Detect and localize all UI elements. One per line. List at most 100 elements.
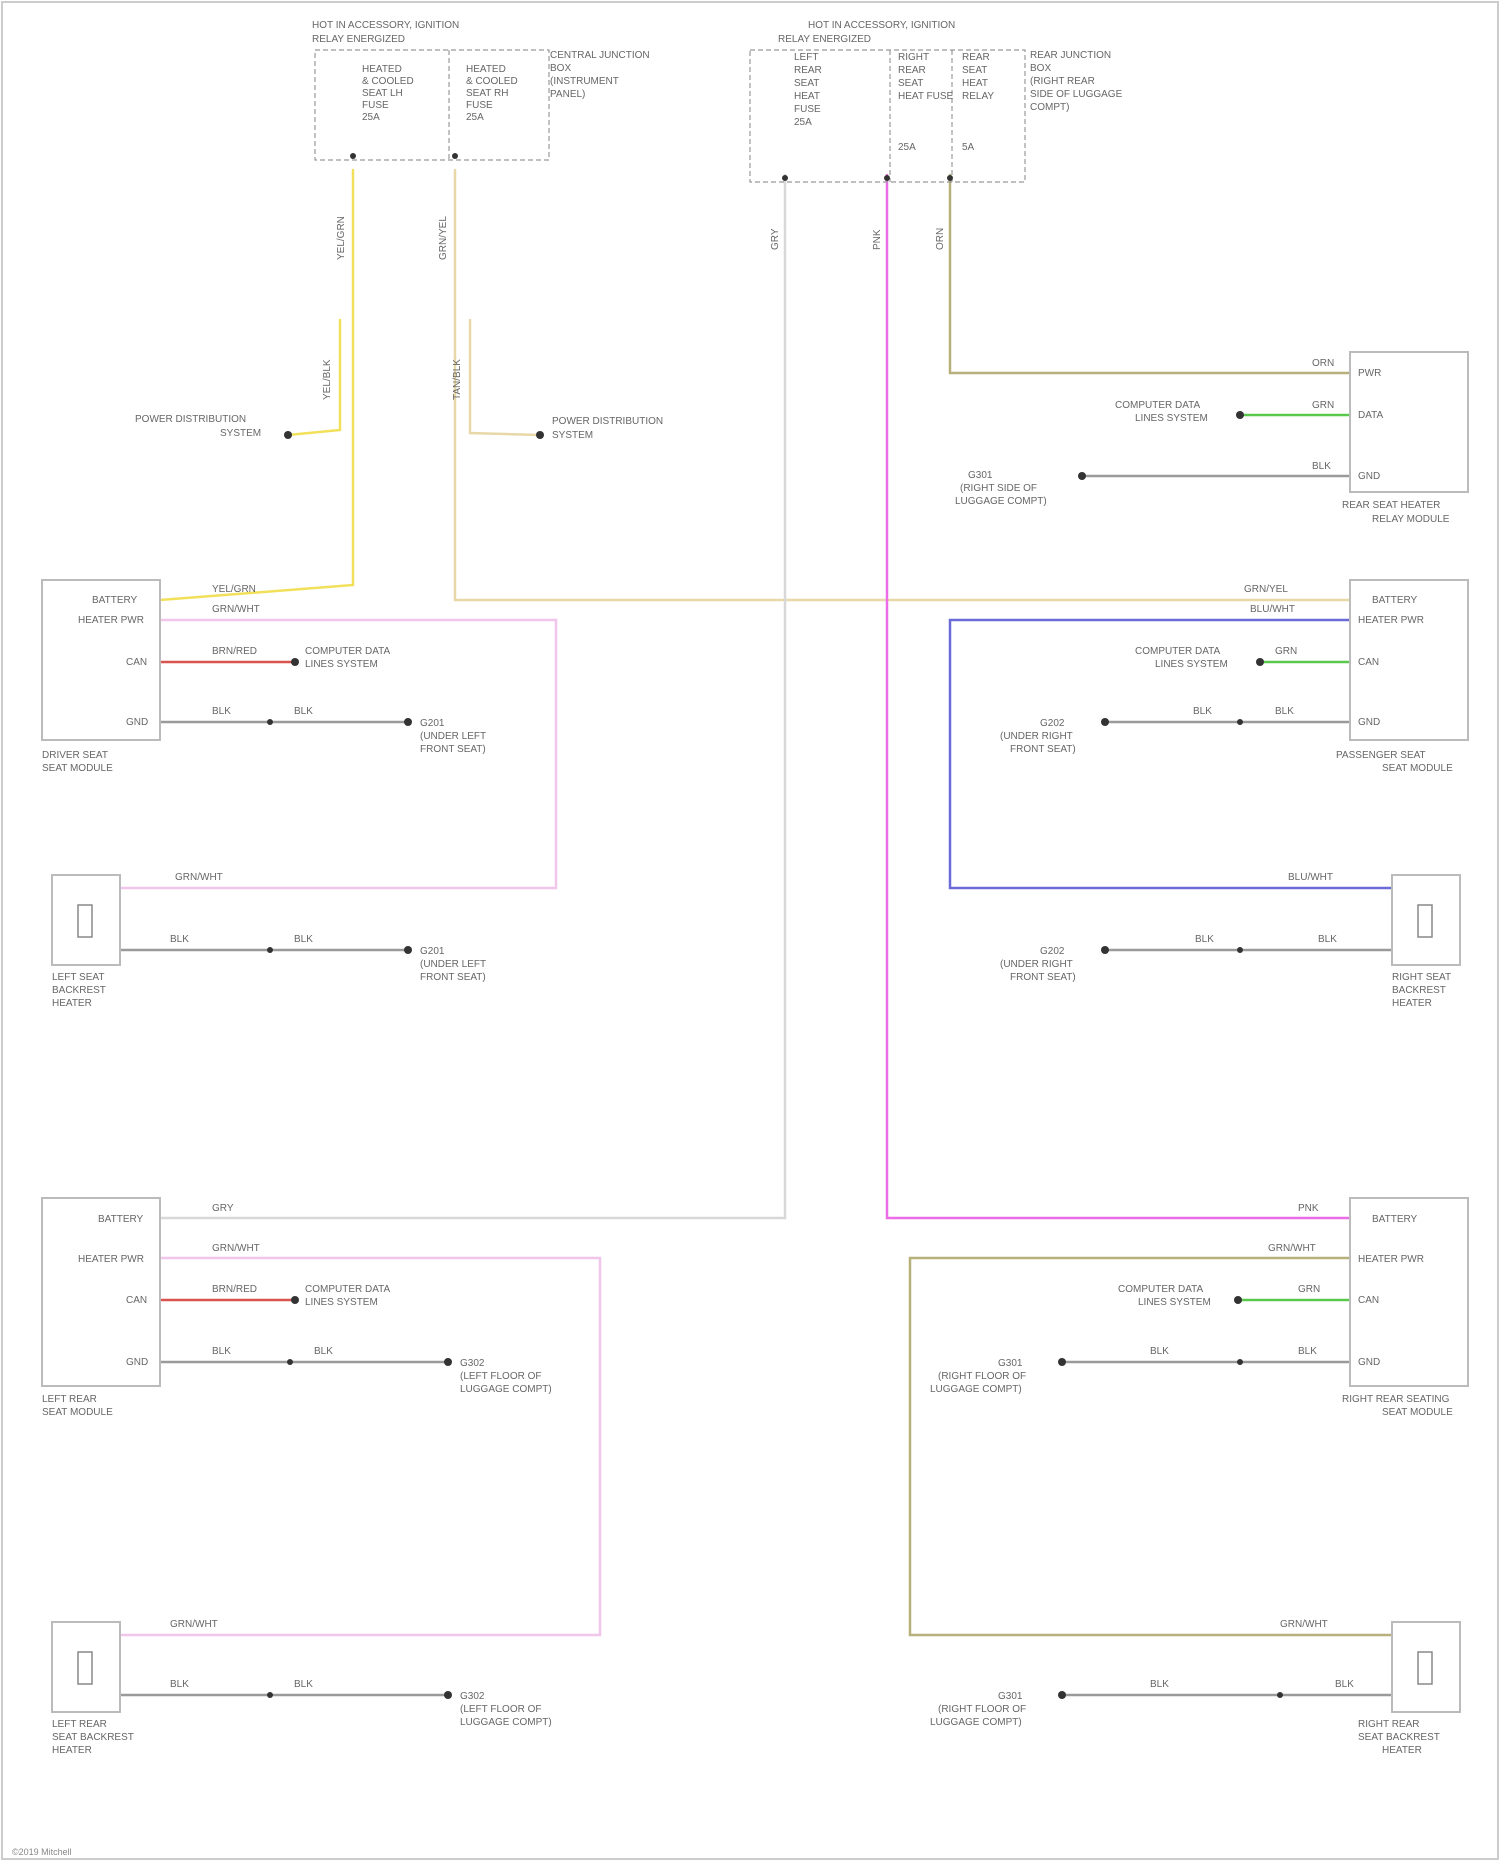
- diagram-label: GRN/WHT: [212, 604, 260, 615]
- diagram-label: SYSTEM: [220, 428, 261, 439]
- connection-dot: [350, 153, 356, 159]
- diagram-label: REAR JUNCTION: [1030, 50, 1111, 61]
- connection-dot: [782, 175, 788, 181]
- diagram-label: & COOLED: [362, 76, 414, 87]
- diagram-label: POWER DISTRIBUTION: [552, 416, 663, 427]
- diagram-label: BLK: [170, 1679, 189, 1690]
- diagram-label: 25A: [362, 112, 380, 123]
- connection-dot: [884, 175, 890, 181]
- diagram-label: G202: [1040, 946, 1065, 957]
- diagram-label: LINES SYSTEM: [305, 659, 378, 670]
- diagram-label: BLK: [1318, 934, 1337, 945]
- diagram-label: HEATER: [52, 998, 92, 1009]
- diagram-label: REAR: [962, 52, 990, 63]
- wire-olive-relay-pwr: [950, 175, 1350, 373]
- diagram-label: GND: [126, 717, 148, 728]
- diagram-label: BACKREST: [52, 985, 106, 996]
- diagram-label: REAR: [898, 65, 926, 76]
- fuse-box-left: HOT IN ACCESSORY, IGNITION RELAY ENERGIZ…: [312, 20, 650, 400]
- diagram-label: PASSENGER SEAT: [1336, 750, 1426, 761]
- diagram-label: GRN: [1275, 646, 1297, 657]
- diagram-label: POWER DISTRIBUTION: [135, 414, 246, 425]
- connection-dot: [947, 175, 953, 181]
- diagram-label: RIGHT SEAT: [1392, 972, 1451, 983]
- diagram-label: BLU/WHT: [1250, 604, 1295, 615]
- diagram-label: LUGGAGE COMPT): [460, 1384, 552, 1395]
- diagram-label: FRONT SEAT): [420, 744, 486, 755]
- diagram-label: YEL/GRN: [212, 584, 256, 595]
- connection-dot: [291, 1296, 299, 1304]
- diagram-label: CENTRAL JUNCTION: [550, 50, 650, 61]
- fuse-right-1-label: LEFT REAR SEAT HEAT FUSE 25A: [794, 52, 822, 128]
- diagram-label: CAN: [1358, 657, 1379, 668]
- diagram-label: COMPUTER DATA: [305, 646, 391, 657]
- diagram-label: FRONT SEAT): [1010, 744, 1076, 755]
- diagram-label: COMPUTER DATA: [305, 1284, 391, 1295]
- connection-dot: [1256, 658, 1264, 666]
- diagram-label: REAR: [794, 65, 822, 76]
- diagram-label: BLK: [212, 706, 231, 717]
- diagram-label: SEAT RH: [466, 88, 508, 99]
- diagram-label: LINES SYSTEM: [1155, 659, 1228, 670]
- diagram-label: HEAT FUSE: [898, 91, 954, 102]
- wire-pink-left-rear-heater: [120, 1258, 600, 1635]
- diagram-label: (UNDER LEFT: [420, 959, 486, 970]
- diagram-label: BATTERY: [98, 1214, 144, 1225]
- wire-label-grn-yel: GRN/YEL: [438, 216, 449, 260]
- diagram-label: G302: [460, 1358, 485, 1369]
- diagram-label: & COOLED: [466, 76, 518, 87]
- diagram-label: GND: [1358, 717, 1380, 728]
- diagram-label: GRN/WHT: [1268, 1243, 1316, 1254]
- diagram-label: BOX: [1030, 63, 1051, 74]
- connection-dot: [1237, 719, 1243, 725]
- diagram-label: RELAY: [962, 91, 994, 102]
- wire-label-gry: GRY: [770, 228, 781, 250]
- diagram-label: BLK: [1275, 706, 1294, 717]
- diagram-label: 25A: [466, 112, 484, 123]
- component-box: [52, 875, 120, 965]
- fuse-right-3-label: REAR SEAT HEAT RELAY 5A: [962, 52, 994, 153]
- connection-dot: [1236, 411, 1244, 419]
- diagram-label: LUGGAGE COMPT): [930, 1717, 1022, 1728]
- diagram-label: LEFT SEAT: [52, 972, 104, 983]
- diagram-label: PNK: [1298, 1203, 1319, 1214]
- fuse-2-label: HEATED & COOLED SEAT RH FUSE 25A: [466, 64, 518, 123]
- diagram-label: BLK: [1298, 1346, 1317, 1357]
- diagram-label: SIDE OF LUGGAGE: [1030, 89, 1123, 100]
- fuse-box-right-side-label: REAR JUNCTION BOX (RIGHT REAR SIDE OF LU…: [1030, 50, 1123, 113]
- connection-dot: [1058, 1358, 1066, 1366]
- diagram-label: GRN/YEL: [1244, 584, 1288, 595]
- diagram-label: BOX: [550, 63, 571, 74]
- diagram-label: (RIGHT REAR: [1030, 76, 1095, 87]
- diagram-label: BATTERY: [1372, 1214, 1418, 1225]
- diagram-label: LINES SYSTEM: [305, 1297, 378, 1308]
- diagram-label: (UNDER RIGHT: [1000, 959, 1073, 970]
- wire-label-yel-grn: YEL/GRN: [336, 216, 347, 260]
- wire-grey-left-rear-battery: [160, 175, 785, 1218]
- diagram-label: GRN/WHT: [170, 1619, 218, 1630]
- diagram-label: BLU/WHT: [1288, 872, 1333, 883]
- component-box: [1392, 875, 1460, 965]
- diagram-label: FUSE: [362, 100, 389, 111]
- diagram-label: HEATER: [52, 1745, 92, 1756]
- left-rear-seat-module: BATTERY HEATER PWR CAN GND GRY GRN/WHT B…: [42, 1198, 552, 1418]
- diagram-label: BLK: [314, 1346, 333, 1357]
- connection-dot: [1101, 718, 1109, 726]
- splice-right: POWER DISTRIBUTION SYSTEM: [536, 416, 663, 441]
- left-seat-backrest-heater: GRN/WHT BLK BLK G201 (UNDER LEFT FRONT S…: [52, 872, 486, 1009]
- wire-label-orn: ORN: [935, 228, 946, 250]
- connection-dot: [404, 946, 412, 954]
- diagram-label: COMPUTER DATA: [1118, 1284, 1204, 1295]
- right-rear-seat-backrest-heater: GRN/WHT BLK BLK G301 (RIGHT FLOOR OF LUG…: [930, 1619, 1460, 1756]
- diagram-label: SEAT BACKREST: [1358, 1732, 1440, 1743]
- diagram-label: BLK: [294, 934, 313, 945]
- diagram-label: HEATER PWR: [78, 1254, 144, 1265]
- diagram-label: BRN/RED: [212, 1284, 257, 1295]
- diagram-label: (RIGHT FLOOR OF: [938, 1704, 1026, 1715]
- copyright-text: ©2019 Mitchell: [12, 1847, 72, 1857]
- wire-tan-splice: [470, 320, 540, 435]
- connection-dot: [452, 153, 458, 159]
- connection-dot: [267, 719, 273, 725]
